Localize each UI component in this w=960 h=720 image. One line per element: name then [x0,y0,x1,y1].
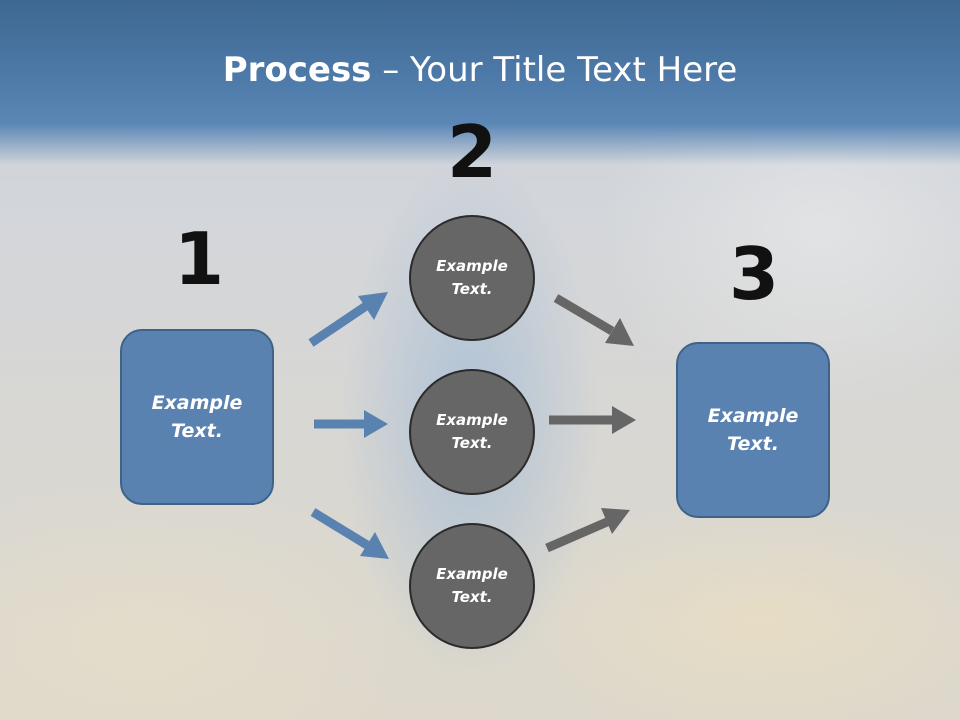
right-box[interactable]: Example Text. [676,342,830,518]
top-circle-text: Example Text. [436,256,508,298]
title-bold: Process [222,50,372,90]
blue-arrows [308,292,389,559]
gray-arrows [545,294,636,553]
middle-circle[interactable]: Example Text. [409,369,535,495]
left-box-text: Example Text. [151,391,243,443]
arrow-top-to-right [553,294,634,346]
title-band [0,0,960,165]
arrow-middle-to-right [549,406,636,434]
arrow-bottom-to-right [545,508,630,553]
left-box[interactable]: Example Text. [120,329,274,505]
top-circle[interactable]: Example Text. [409,215,535,341]
right-box-text: Example Text. [707,404,799,456]
step-number-3: 3 [728,232,780,316]
bottom-circle-text: Example Text. [436,564,508,606]
arrow-left-to-bottom [310,508,389,559]
slide-title[interactable]: Process – Your Title Text Here [0,50,960,90]
arrow-left-to-middle [314,410,388,438]
middle-circle-text: Example Text. [436,410,508,452]
step-number-1: 1 [173,217,225,301]
step-number-2: 2 [446,110,498,194]
title-rest: – Your Title Text Here [371,50,738,90]
bottom-circle[interactable]: Example Text. [409,523,535,649]
arrow-left-to-top [308,292,388,347]
